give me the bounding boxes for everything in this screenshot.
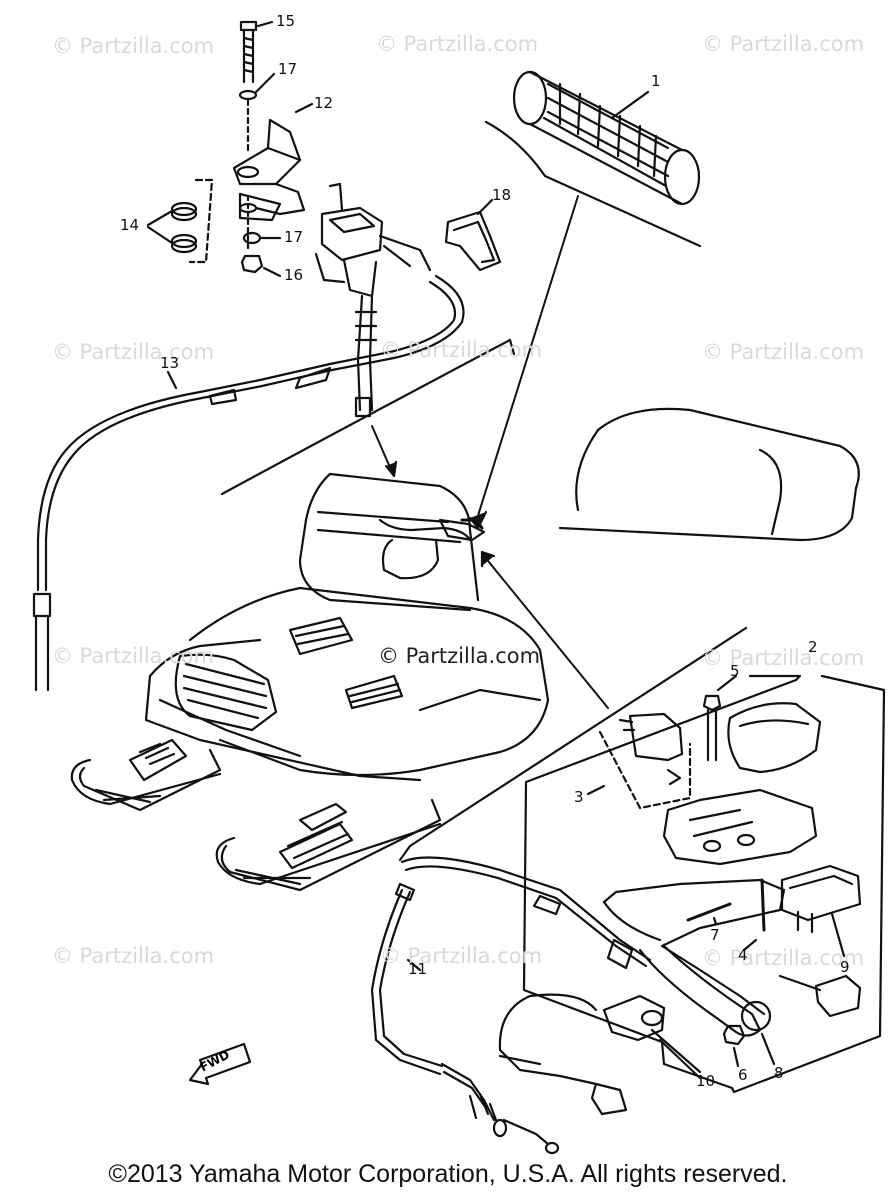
- watermark: © Partzilla.com: [702, 646, 865, 670]
- callout-13: 13: [160, 354, 180, 372]
- callout-12: 12: [314, 94, 334, 112]
- fwd-arrow-icon: [190, 1044, 250, 1084]
- callout-4: 4: [738, 946, 748, 964]
- callout-17: 17: [284, 228, 304, 246]
- callout-7: 7: [710, 926, 720, 944]
- watermark: © Partzilla.com: [52, 644, 215, 668]
- callout-11: 11: [408, 960, 428, 978]
- callout-14: 14: [120, 216, 140, 234]
- callout-17: 17: [278, 60, 298, 78]
- snowmobile-body: [72, 409, 859, 890]
- pointer-arrow-cable: [372, 426, 392, 472]
- callout-5: 5: [730, 662, 740, 680]
- watermark: © Partzilla.com: [380, 944, 543, 968]
- callout-10: 10: [696, 1072, 716, 1090]
- cable-part-13: [34, 276, 464, 690]
- watermark: © Partzilla.com: [702, 946, 865, 970]
- bolt-part-15: [241, 22, 272, 82]
- callout-9: 9: [840, 958, 850, 976]
- callout-2: 2: [808, 638, 818, 656]
- callout-18: 18: [492, 186, 512, 204]
- clip-part-18: [446, 200, 500, 270]
- bracket-part-12: [234, 104, 312, 220]
- washers-part-14: [148, 180, 212, 262]
- callout-3: 3: [574, 788, 584, 806]
- lever-assembly: [372, 676, 884, 1153]
- copyright-footer: ©2013 Yamaha Motor Corporation, U.S.A. A…: [108, 1160, 788, 1188]
- callout-6: 6: [738, 1066, 748, 1084]
- center-watermark: © Partzilla.com: [378, 644, 541, 668]
- callout-16: 16: [284, 266, 304, 284]
- pointer-arrow-lever: [484, 556, 608, 708]
- watermark: © Partzilla.com: [52, 340, 215, 364]
- watermark: © Partzilla.com: [380, 338, 543, 362]
- callout-15: 15: [276, 12, 296, 30]
- watermark: © Partzilla.com: [376, 32, 539, 56]
- watermark: © Partzilla.com: [702, 32, 865, 56]
- callout-8: 8: [774, 1064, 784, 1082]
- pointer-arrow-grip: [476, 196, 578, 522]
- grip-part-1: [514, 72, 699, 204]
- watermark: © Partzilla.com: [52, 944, 215, 968]
- watermark: © Partzilla.com: [52, 34, 215, 58]
- watermark: © Partzilla.com: [702, 340, 865, 364]
- grip-bracket: [486, 122, 700, 246]
- callout-1: 1: [651, 72, 661, 90]
- switch-housing: [316, 184, 430, 296]
